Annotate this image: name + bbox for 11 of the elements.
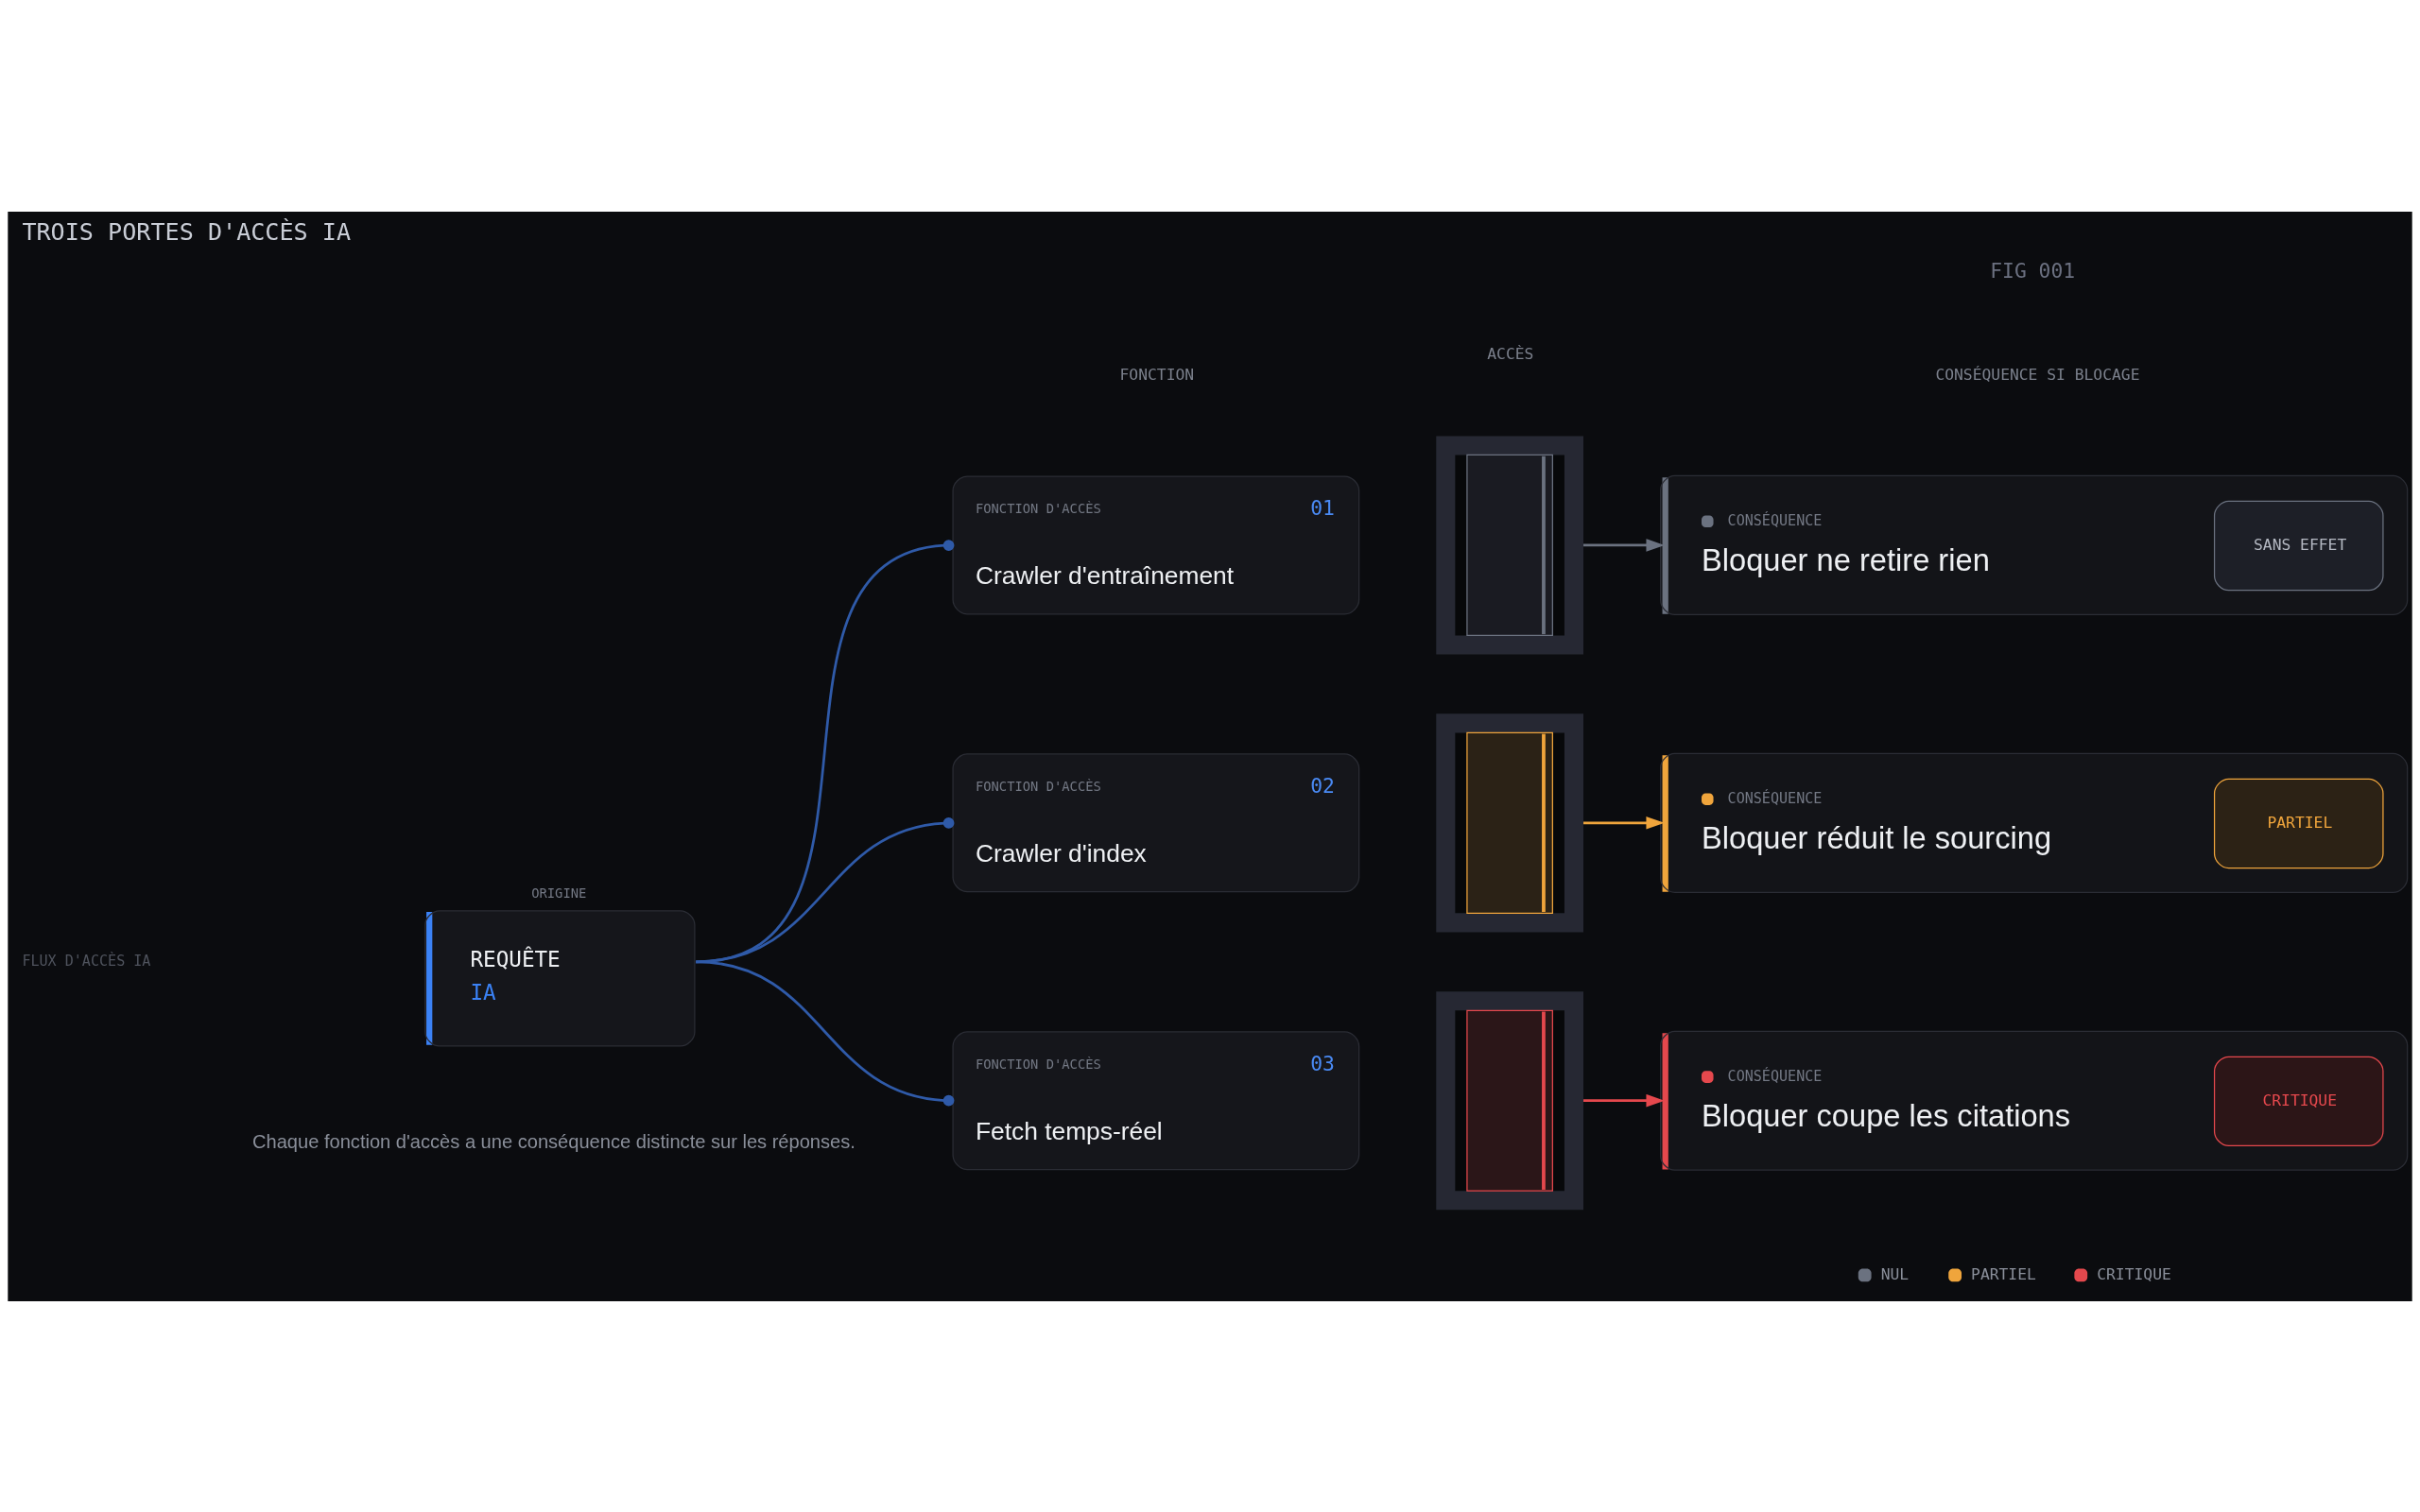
diagram-title: TROIS PORTES D'ACCÈS IA	[22, 217, 352, 246]
legend-label: CRITIQUE	[2097, 1264, 2171, 1283]
label: FLUX D'ACCÈS IA	[22, 952, 151, 970]
label: FONCTION	[1119, 365, 1195, 384]
label: CONSÉQUENCE SI BLOCAGE	[1935, 365, 2140, 384]
label: FIG 001	[1990, 258, 2076, 283]
label: ACCÈS	[1487, 344, 1534, 363]
legend-label: NUL	[1880, 1264, 1910, 1283]
caption: Chaque fonction d'accès a une conséquence distincte sur les réponses.	[252, 1130, 856, 1152]
node-label: ORIGINE	[531, 885, 587, 901]
legend-label: PARTIEL	[1971, 1264, 2036, 1283]
